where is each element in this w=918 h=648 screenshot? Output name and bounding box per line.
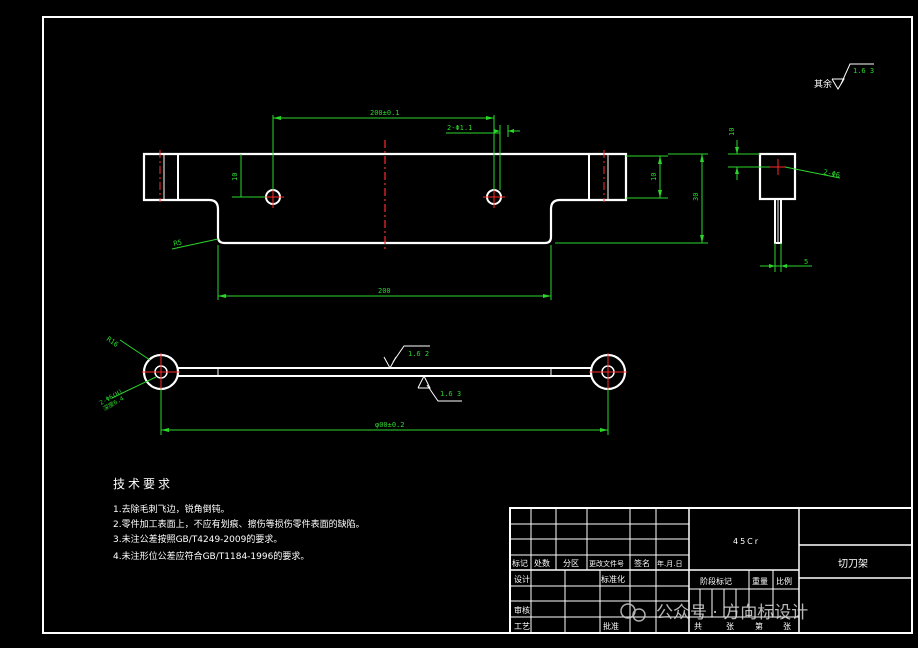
tech-req-title: 技术要求 xyxy=(113,477,173,491)
dim-side-5-text: 5 xyxy=(804,258,808,266)
sheet-label: 张 xyxy=(726,622,734,631)
dim-plan-r16: R16 xyxy=(105,335,151,361)
watermark: 公众号 · 方向标设计 xyxy=(620,603,808,623)
tech-req-item-2: 2.零件加工表面上，不应有划痕、擦伤等损伤零件表面的缺陷。 xyxy=(113,518,365,530)
title-block: 45Cr 切刀架 标记 处数 分区 更改文件号 签名 年.月.日 设计 标准化 … xyxy=(509,507,913,634)
dim-200-fit: 200±0.1 xyxy=(272,109,495,190)
dim-200-fit-text: 200±0.1 xyxy=(370,109,400,117)
roughness-note-label: 其余 xyxy=(814,78,832,90)
dim-plan-length-text: φ00±0.2 xyxy=(375,421,405,429)
tech-req-item-1: 1.去除毛刺飞边，锐角倒钝。 xyxy=(113,503,230,515)
dim-side-hole-text: 2-Φ6 xyxy=(823,168,841,179)
col-header-count: 处数 xyxy=(534,558,550,568)
dim-width-200: 200 xyxy=(217,245,552,300)
dim-side-5: 5 xyxy=(760,243,812,272)
title-block-material: 45Cr xyxy=(733,537,760,546)
technical-requirements: 技术要求 1.去除毛刺飞边，锐角倒钝。 2.零件加工表面上，不应有划痕、擦伤等损… xyxy=(113,477,365,562)
dim-side-10: 10 xyxy=(728,128,770,180)
col-header-mark: 标记 xyxy=(512,558,528,568)
row-standard: 标准化 xyxy=(601,574,625,584)
title-block-part-name: 切刀架 xyxy=(838,558,868,570)
front-view: 200±0.1 2-Φ1.1 10 10 xyxy=(142,109,708,300)
stage-mark: 阶段标记 xyxy=(700,576,732,586)
row-approve: 批准 xyxy=(603,621,619,631)
dim-height-30-text: 30 xyxy=(692,193,700,201)
row-process: 工艺 xyxy=(514,622,530,631)
front-view-outline xyxy=(142,152,628,245)
tech-req-item-4: 4.未注形位公差应符合GB/T1184-1996的要求。 xyxy=(113,550,309,562)
dim-radius-r5: R5 xyxy=(171,238,219,250)
roughness-bottom-text: 1.6 3 xyxy=(440,390,461,398)
col-header-sign: 签名 xyxy=(634,558,650,568)
col-header-doc: 更改文件号 xyxy=(589,559,624,568)
weight-label: 重量 xyxy=(752,576,768,586)
watermark-text: 公众号 · 方向标设计 xyxy=(656,603,808,623)
dim-right-10-text: 10 xyxy=(650,173,658,181)
sheet-label2: 张 xyxy=(783,622,791,631)
dim-side-10-text: 10 xyxy=(728,128,736,136)
dim-left-10-text: 10 xyxy=(231,173,239,181)
row-design: 设计 xyxy=(514,574,530,584)
side-view: 10 2-Φ6 5 xyxy=(728,128,841,272)
dim-side-hole: 2-Φ6 xyxy=(784,166,841,179)
dim-width-200-text: 200 xyxy=(378,287,391,295)
dim-radius-r5-text: R5 xyxy=(173,238,183,248)
row-review: 审核 xyxy=(514,605,530,615)
scale-label: 比例 xyxy=(776,576,792,586)
dim-plan-hole-text: 2-Φ6(H)深度6.4 xyxy=(99,388,128,413)
col-header-zone: 分区 xyxy=(563,559,579,568)
tech-req-item-3: 3.未注公差按照GB/T4249-2009的要求。 xyxy=(113,533,282,545)
sheet-total: 共 xyxy=(694,622,702,631)
dim-right-10: 10 xyxy=(626,155,668,199)
roughness-top-text: 1.6 2 xyxy=(408,350,429,358)
plan-view: R16 2-Φ6(H)深度6.4 φ00±0.2 1.6 2 1.6 3 xyxy=(99,335,627,435)
roughness-top: 1.6 2 xyxy=(383,345,430,370)
dim-hole-dia: 2-Φ1.1 xyxy=(446,124,520,190)
dim-plan-length: φ00±0.2 xyxy=(160,389,609,435)
drawing-frame xyxy=(42,16,913,634)
roughness-bottom: 1.6 3 xyxy=(417,374,462,402)
sheet-no: 第 xyxy=(755,621,763,631)
dim-left-10: 10 xyxy=(231,154,266,198)
dim-hole-dia-text: 2-Φ1.1 xyxy=(447,124,472,132)
dim-plan-r16-text: R16 xyxy=(105,335,120,349)
col-header-date: 年.月.日 xyxy=(657,559,682,568)
roughness-note: 其余 1.6 3 xyxy=(814,63,874,90)
roughness-note-value: 1.6 3 xyxy=(853,67,874,75)
dim-height-30: 30 xyxy=(555,153,708,244)
